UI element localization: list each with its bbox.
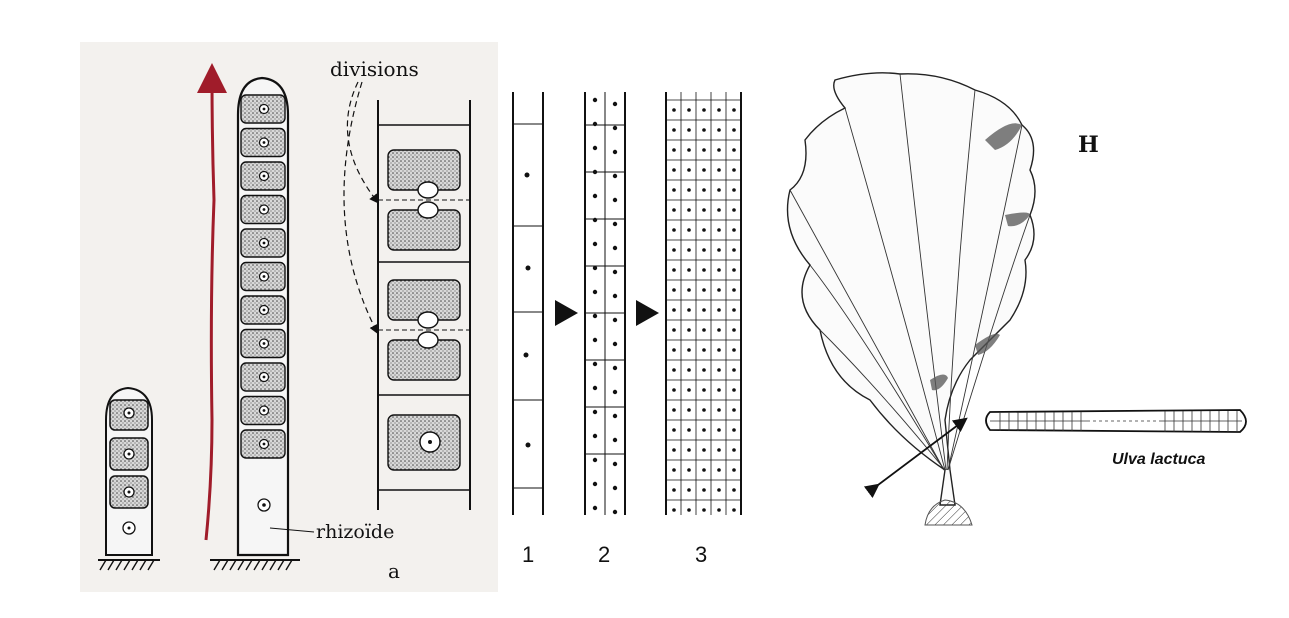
stage-1-strip [512, 92, 544, 515]
rhizoide-pointer [269, 527, 315, 533]
stage-3-label: 3 [695, 542, 707, 567]
panel-a-label: a [388, 559, 400, 583]
sequence-arrow-2-icon [636, 300, 659, 326]
rhizoide-label: rhizoïde [316, 521, 394, 543]
species-label: Ulva lactuca [1112, 451, 1205, 468]
sequence-arrow-1-icon [555, 300, 578, 326]
stage-1-label: 1 [522, 542, 534, 567]
growth-arrow-icon [197, 63, 228, 541]
stage-2-label: 2 [598, 542, 610, 567]
thickness-arrow-icon [863, 417, 968, 499]
young-filament [98, 386, 160, 571]
panel-h-label: H [1078, 132, 1099, 158]
ulva-thallus [786, 72, 1036, 526]
division-detail [343, 81, 471, 510]
ulva-cross-section [985, 409, 1247, 433]
divisions-label: divisions [330, 57, 419, 81]
stage-2-strip [584, 92, 626, 515]
stage-3-strip [665, 92, 742, 515]
tall-filament [210, 76, 300, 571]
